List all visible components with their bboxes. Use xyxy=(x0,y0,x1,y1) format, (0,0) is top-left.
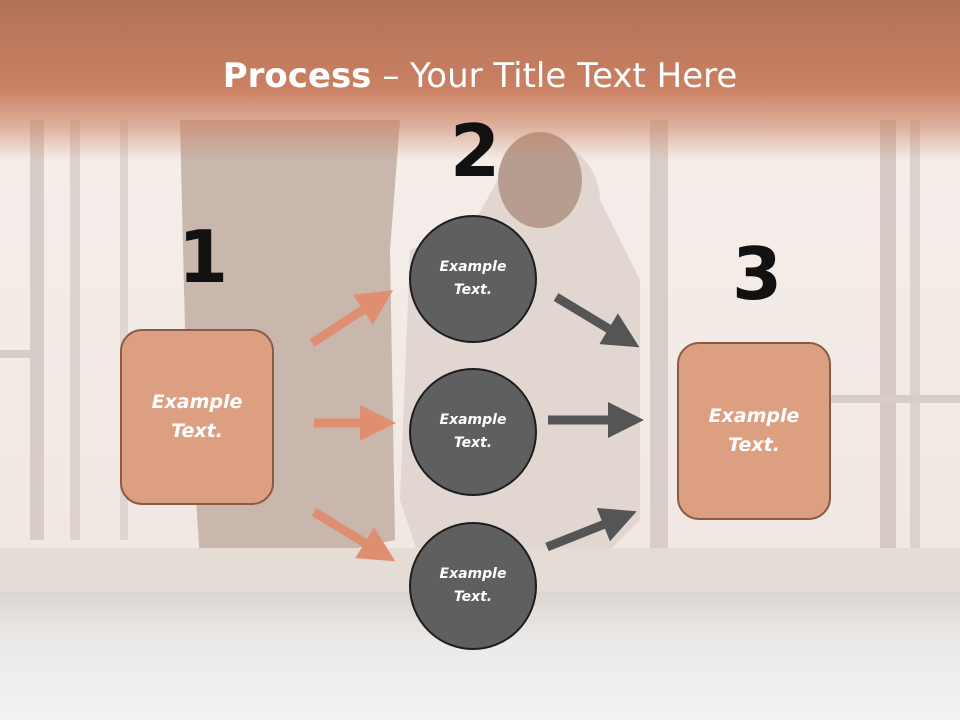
arrow-box1-to-circle-bottom xyxy=(311,508,396,562)
slide-title: Process – Your Title Text Here xyxy=(0,54,960,98)
step-number-3: 3 xyxy=(732,232,783,316)
title-rest: – Your Title Text Here xyxy=(371,56,738,96)
circle-bottom-line1: Example xyxy=(439,566,507,582)
circle-bottom-line2: Text. xyxy=(453,589,493,605)
step-number-2: 2 xyxy=(450,109,501,193)
arrow-circle-top-to-box3 xyxy=(553,293,640,348)
circle-middle-line2: Text. xyxy=(453,435,493,451)
left-box-line1: Example xyxy=(151,391,243,413)
step-number-1: 1 xyxy=(178,215,229,299)
arrow-box1-to-circle-top xyxy=(309,290,394,347)
right-box-line2: Text. xyxy=(728,434,780,456)
left-box-line2: Text. xyxy=(171,420,223,442)
circle-top-line2: Text. xyxy=(453,282,493,298)
title-band xyxy=(0,0,960,160)
circle-middle-line1: Example xyxy=(439,412,507,428)
title-bold: Process xyxy=(222,56,372,96)
circle-top-line1: Example xyxy=(439,259,507,275)
arrow-circle-bottom-to-box3 xyxy=(545,507,637,552)
right-box-line1: Example xyxy=(708,405,800,427)
